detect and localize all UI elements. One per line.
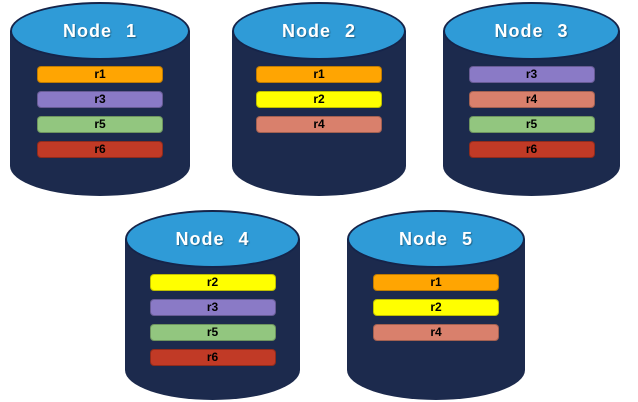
database-node-3: Node 3 r3 r4 r5 r6 bbox=[443, 2, 620, 196]
node-label: Node 1 bbox=[62, 20, 137, 41]
replica-bar: r5 bbox=[149, 324, 276, 341]
replica-bar: r6 bbox=[37, 141, 163, 158]
database-node-2: Node 2 r1 r2 r4 bbox=[232, 2, 406, 196]
replica-list: r3 r4 r5 r6 bbox=[443, 66, 620, 166]
replica-bar: r3 bbox=[468, 66, 595, 83]
replica-bar: r4 bbox=[468, 91, 595, 108]
replica-bar: r2 bbox=[256, 91, 382, 108]
replica-bar: r1 bbox=[256, 66, 382, 83]
replica-label: r1 bbox=[313, 67, 325, 81]
database-node-1: Node 1 r1 r3 r5 r6 bbox=[10, 2, 190, 196]
replica-bar: r3 bbox=[37, 91, 163, 108]
replica-label: r5 bbox=[525, 117, 538, 131]
replica-bar: r4 bbox=[373, 324, 499, 341]
replica-list: r1 r2 r4 bbox=[232, 66, 406, 141]
replica-list: r1 r2 r4 bbox=[347, 274, 525, 349]
replica-bar: r5 bbox=[37, 116, 163, 133]
replica-bar: r6 bbox=[149, 349, 276, 366]
database-node-4: Node 4 r2 r3 r5 r6 bbox=[125, 210, 300, 400]
replica-label: r6 bbox=[94, 142, 106, 156]
replica-label: r2 bbox=[206, 275, 219, 289]
database-node-5: Node 5 r1 r2 r4 bbox=[347, 210, 525, 400]
replica-label: r4 bbox=[430, 325, 442, 339]
replica-label: r3 bbox=[94, 92, 106, 106]
replica-bar: r3 bbox=[149, 299, 276, 316]
cylinder-top-ellipse: Node 2 bbox=[232, 2, 406, 60]
node-label: Node 2 bbox=[281, 20, 356, 41]
replica-label: r2 bbox=[430, 300, 442, 314]
replica-bar: r1 bbox=[373, 274, 499, 291]
replica-label: r6 bbox=[206, 350, 219, 364]
replica-bar: r2 bbox=[373, 299, 499, 316]
cylinder-top-ellipse: Node 4 bbox=[125, 210, 300, 268]
replica-label: r1 bbox=[430, 275, 442, 289]
node-label: Node 3 bbox=[494, 20, 569, 41]
replica-label: r1 bbox=[94, 67, 106, 81]
replica-label: r2 bbox=[313, 92, 325, 106]
node-label: Node 4 bbox=[175, 228, 250, 249]
replica-label: r4 bbox=[525, 92, 538, 106]
replica-label: r4 bbox=[313, 117, 325, 131]
replica-label: r5 bbox=[206, 325, 219, 339]
replica-bar: r1 bbox=[37, 66, 163, 83]
replica-list: r1 r3 r5 r6 bbox=[10, 66, 190, 166]
replica-label: r5 bbox=[94, 117, 106, 131]
replica-label: r6 bbox=[525, 142, 538, 156]
replica-bar: r4 bbox=[256, 116, 382, 133]
replica-bar: r5 bbox=[468, 116, 595, 133]
cylinder-top-ellipse: Node 5 bbox=[347, 210, 525, 268]
cylinder-top-ellipse: Node 3 bbox=[443, 2, 620, 60]
replica-bar: r6 bbox=[468, 141, 595, 158]
node-label: Node 5 bbox=[398, 228, 473, 249]
replica-label: r3 bbox=[206, 300, 219, 314]
replica-bar: r2 bbox=[149, 274, 276, 291]
cylinder-top-ellipse: Node 1 bbox=[10, 2, 190, 60]
replica-list: r2 r3 r5 r6 bbox=[125, 274, 300, 374]
replica-label: r3 bbox=[525, 67, 538, 81]
